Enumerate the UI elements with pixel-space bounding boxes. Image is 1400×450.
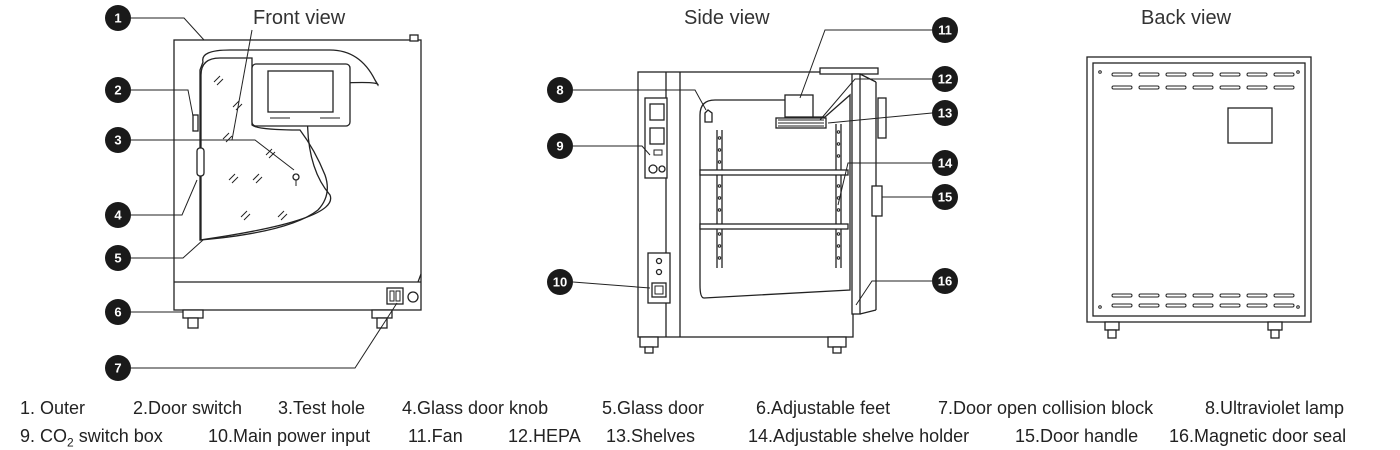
legend-item: 8.Ultraviolet lamp xyxy=(1205,398,1345,418)
touch-screen xyxy=(267,70,334,113)
callout-marker-10: 10 xyxy=(547,269,573,295)
legend-co2-suffix: switch box xyxy=(73,426,163,446)
callout-marker-5: 5 xyxy=(105,245,131,271)
test-hole xyxy=(292,173,300,181)
callout-number: 6 xyxy=(114,305,121,320)
callout-marker-16: 16 xyxy=(932,268,958,294)
legend-item: 3.Test hole xyxy=(278,398,366,418)
legend-item: 11.Fan xyxy=(408,426,463,446)
front-view xyxy=(173,34,422,329)
callout-number: 13 xyxy=(938,106,952,121)
callout-marker-8: 8 xyxy=(547,77,573,103)
callout-number: 8 xyxy=(556,83,563,98)
door-switch xyxy=(192,114,199,132)
legend-co2-prefix: 9. CO xyxy=(20,426,68,446)
callout-number: 11 xyxy=(938,23,952,38)
legend-item: 14.Adjustable shelve holder xyxy=(748,426,970,446)
shelf-2 xyxy=(699,223,849,230)
magnetic-door-seal xyxy=(851,73,861,315)
legend-item: 16.Magnetic door seal xyxy=(1169,426,1347,446)
side-view xyxy=(637,67,887,354)
callout-marker-2: 2 xyxy=(105,77,131,103)
callout-number: 10 xyxy=(553,275,567,290)
legend-item: 12.HEPA xyxy=(508,426,581,446)
legend-item: 10.Main power input xyxy=(208,426,371,446)
callout-number: 14 xyxy=(938,156,953,171)
back-view-title: Back view xyxy=(1141,7,1232,29)
callout-number: 9 xyxy=(556,139,563,154)
legend-item: 5.Glass door xyxy=(602,398,705,418)
callout-marker-7: 7 xyxy=(105,355,131,381)
legend-item: 2.Door switch xyxy=(133,398,243,418)
callout-marker-11: 11 xyxy=(932,17,958,43)
legend-co2-sub: 2 xyxy=(67,435,74,450)
bottom-vents xyxy=(1111,293,1295,308)
back-access-panel xyxy=(1227,107,1273,144)
callout-number: 3 xyxy=(114,133,121,148)
callout-number: 4 xyxy=(114,208,122,223)
callout-number: 7 xyxy=(114,361,121,376)
callout-marker-4: 4 xyxy=(105,202,131,228)
legend-item: 13.Shelves xyxy=(606,426,696,446)
legend-item: 4.Glass door knob xyxy=(402,398,549,418)
fan xyxy=(784,94,814,118)
legend-item: 6.Adjustable feet xyxy=(756,398,891,418)
callout-number: 15 xyxy=(938,190,952,205)
door-handle xyxy=(871,185,883,217)
callout-marker-12: 12 xyxy=(932,66,958,92)
top-vents xyxy=(1111,72,1295,90)
callout-number: 1 xyxy=(114,11,121,26)
callout-marker-14: 14 xyxy=(932,150,958,176)
callout-marker-6: 6 xyxy=(105,299,131,325)
glass-door-knob xyxy=(196,147,205,177)
callout-marker-3: 3 xyxy=(105,127,131,153)
legend-item: 7.Door open collision block xyxy=(938,398,1154,418)
callout-number: 5 xyxy=(114,251,121,266)
callout-number: 2 xyxy=(114,83,121,98)
callout-number: 16 xyxy=(938,274,952,289)
shelf-1 xyxy=(699,169,849,176)
front-view-title: Front view xyxy=(253,7,346,29)
callout-marker-1: 1 xyxy=(105,5,131,31)
callout-marker-15: 15 xyxy=(932,184,958,210)
glass-door xyxy=(200,57,328,241)
callout-marker-9: 9 xyxy=(547,133,573,159)
callout-number: 12 xyxy=(938,72,952,87)
callout-marker-13: 13 xyxy=(932,100,958,126)
door-open-collision-block xyxy=(386,287,404,305)
legend-item-co2: 9. CO2 switch box xyxy=(20,426,163,450)
side-cabinet xyxy=(637,71,854,338)
legend-item: 1. Outer xyxy=(20,398,86,418)
back-view xyxy=(1086,56,1312,339)
legend-item: 15.Door handle xyxy=(1015,426,1139,446)
side-view-title: Side view xyxy=(684,7,770,29)
ultraviolet-lamp xyxy=(704,109,713,123)
